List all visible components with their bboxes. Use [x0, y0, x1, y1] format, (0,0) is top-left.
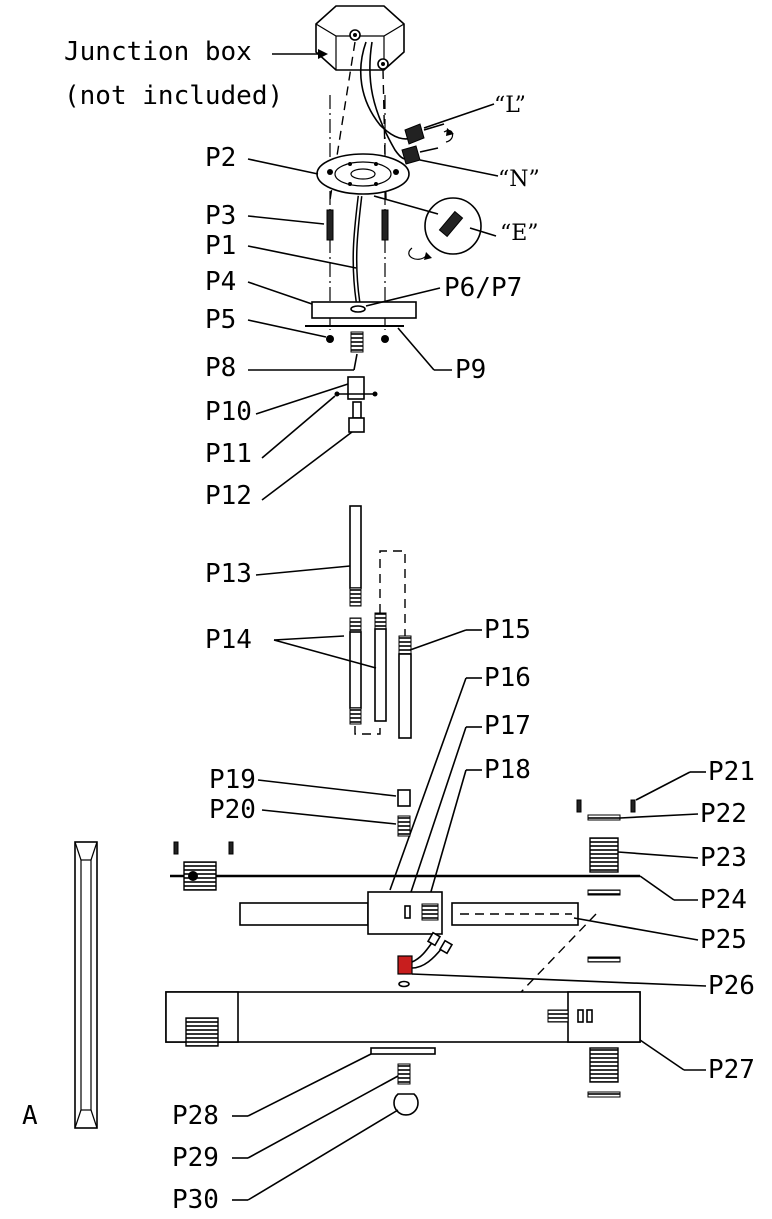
- part-label-p25: P25: [700, 925, 747, 955]
- wire-connector-neutral: [401, 145, 439, 165]
- junction-box-note: (not included): [64, 81, 283, 111]
- part-label-p5: P5: [205, 305, 236, 335]
- left-arm: [239, 902, 369, 926]
- swivel-assembly: [334, 376, 378, 433]
- part-label-p8: P8: [205, 353, 236, 383]
- threaded-nipple-p8: [350, 331, 364, 353]
- part-label-p30: P30: [172, 1185, 219, 1215]
- finial-ball-p30: [393, 1093, 419, 1116]
- threaded-nipple-p29: [397, 1063, 411, 1085]
- part-label-p14: P14: [205, 625, 252, 655]
- mounting-screws: [326, 209, 389, 241]
- lock-nut-p19: [397, 789, 411, 807]
- right-arm-ghost: [451, 902, 579, 926]
- part-label-p15: P15: [484, 615, 531, 645]
- part-label-p28: P28: [172, 1101, 219, 1131]
- part-label-p27: P27: [708, 1055, 755, 1085]
- live-wire-label: “L”: [494, 93, 526, 118]
- junction-box: [315, 5, 405, 71]
- fixture-body-p27: [165, 991, 641, 1047]
- part-label-p16: P16: [484, 663, 531, 693]
- downrod-p13: [349, 505, 362, 607]
- detail-label-a: A: [22, 1101, 38, 1131]
- finial-plate-p28: [370, 1047, 436, 1055]
- left-socket-top: [183, 861, 217, 891]
- part-label-p13: P13: [205, 559, 252, 589]
- part-label-p9: P9: [455, 355, 486, 385]
- part-label-p2: P2: [205, 143, 236, 173]
- neutral-wire-label: “N”: [498, 167, 540, 192]
- part-label-p4: P4: [205, 267, 236, 297]
- part-label-p19: P19: [209, 765, 256, 795]
- wire-connector-live: [404, 123, 454, 145]
- part-label-p6-p7: P6/P7: [444, 273, 522, 303]
- junction-box-label: Junction box: [64, 37, 252, 67]
- part-label-p17: P17: [484, 711, 531, 741]
- cap-nut-left: [326, 335, 334, 343]
- part-label-p22: P22: [700, 799, 747, 829]
- part-label-p18: P18: [484, 755, 531, 785]
- part-label-p1: P1: [205, 231, 236, 261]
- mounting-plate: [316, 153, 410, 195]
- threaded-nipple-p20: [397, 815, 411, 837]
- terminal-block-p26: [397, 931, 454, 988]
- lower-socket-right: [589, 1047, 619, 1083]
- part-label-p21: P21: [708, 757, 755, 787]
- small-screws-p21: [173, 799, 636, 855]
- part-label-p11: P11: [205, 439, 252, 469]
- lamp-socket-p23: [589, 837, 619, 873]
- part-label-p23: P23: [700, 843, 747, 873]
- part-label-p20: P20: [209, 795, 256, 825]
- part-label-p3: P3: [205, 201, 236, 231]
- part-label-p29: P29: [172, 1143, 219, 1173]
- downrods-p14: [349, 612, 387, 725]
- earth-wire-label: “E”: [500, 221, 539, 246]
- ring-p22: [587, 814, 621, 821]
- earth-terminal-detail: [408, 197, 497, 260]
- cap-nut-right: [381, 335, 389, 343]
- part-label-p10: P10: [205, 397, 252, 427]
- part-label-p12: P12: [205, 481, 252, 511]
- part-label-p24: P24: [700, 885, 747, 915]
- downrod-p15: [398, 635, 412, 739]
- part-label-p26: P26: [708, 971, 755, 1001]
- glass-panel-a: [74, 841, 98, 1129]
